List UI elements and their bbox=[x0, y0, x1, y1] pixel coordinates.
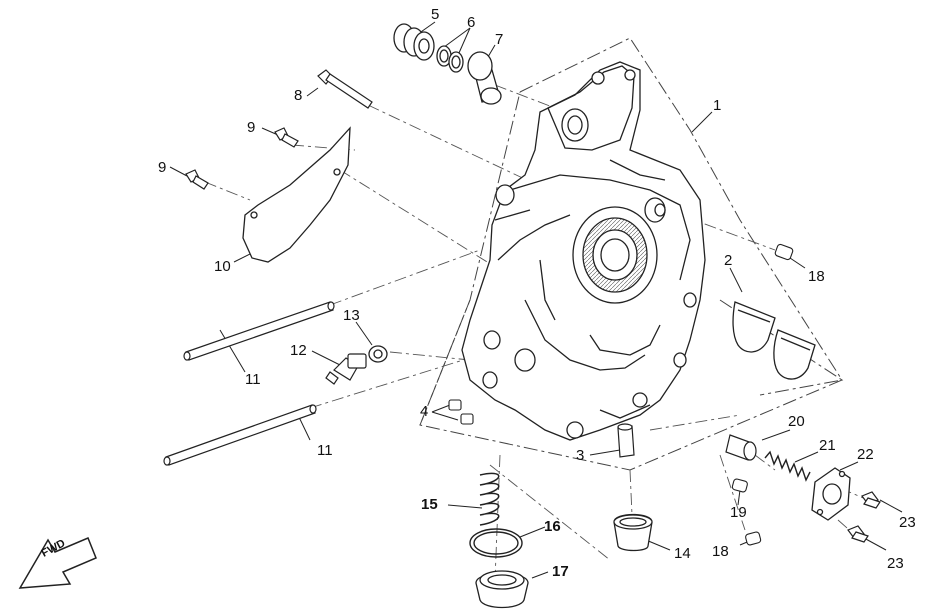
callout-17: 17 bbox=[552, 563, 569, 580]
callout-19: 19 bbox=[730, 504, 747, 521]
sensor-switch bbox=[325, 353, 367, 385]
callout-15: 15 bbox=[421, 496, 438, 513]
callout-18-upper: 18 bbox=[808, 268, 825, 285]
callout-leaders bbox=[169, 21, 903, 579]
callout-22: 22 bbox=[857, 446, 874, 463]
callout-7: 7 bbox=[495, 31, 504, 48]
callout-9-upper: 9 bbox=[247, 119, 256, 136]
callout-13: 13 bbox=[343, 307, 360, 324]
dowel-pins bbox=[448, 399, 474, 425]
long-bolt bbox=[317, 69, 373, 109]
plug-cap bbox=[475, 570, 529, 609]
callout-3: 3 bbox=[576, 447, 585, 464]
callout-21: 21 bbox=[819, 437, 836, 454]
callout-14: 14 bbox=[674, 545, 691, 562]
callout-6: 6 bbox=[467, 14, 476, 31]
forward-arrow-icon bbox=[18, 537, 97, 589]
callout-9-lower: 9 bbox=[158, 159, 167, 176]
callout-18-lower: 18 bbox=[712, 543, 729, 560]
callout-8: 8 bbox=[294, 87, 303, 104]
long-studs bbox=[163, 301, 335, 466]
callout-11-upper: 11 bbox=[245, 371, 261, 388]
bearing-shells bbox=[732, 301, 816, 380]
tensioner-bushing bbox=[725, 434, 757, 461]
callout-11-lower: 11 bbox=[317, 442, 333, 459]
short-bolts bbox=[185, 127, 299, 190]
cup-seal bbox=[613, 513, 653, 552]
sleeve-tube bbox=[617, 423, 635, 458]
callout-12: 12 bbox=[290, 342, 307, 359]
callout-10: 10 bbox=[214, 258, 231, 275]
o-ring bbox=[469, 528, 523, 558]
callout-20: 20 bbox=[788, 413, 805, 430]
callout-23-lower: 23 bbox=[887, 555, 904, 572]
cover-plate bbox=[242, 126, 351, 263]
tensioner-cover bbox=[811, 467, 851, 521]
crankcase-body bbox=[461, 61, 706, 441]
callout-2: 2 bbox=[724, 252, 733, 269]
small-dowels bbox=[731, 243, 794, 546]
seal-and-bushing-set bbox=[393, 23, 502, 105]
callout-1: 1 bbox=[713, 97, 722, 114]
callout-16: 16 bbox=[544, 518, 561, 535]
callout-5: 5 bbox=[431, 6, 440, 23]
tensioner-spring bbox=[764, 450, 811, 482]
coil-spring bbox=[479, 472, 500, 526]
callout-4: 4 bbox=[420, 403, 429, 420]
callout-23-upper: 23 bbox=[899, 514, 916, 531]
cover-bolts bbox=[847, 491, 881, 543]
sealing-washer bbox=[368, 345, 388, 363]
group-boundary-lines bbox=[419, 37, 844, 471]
